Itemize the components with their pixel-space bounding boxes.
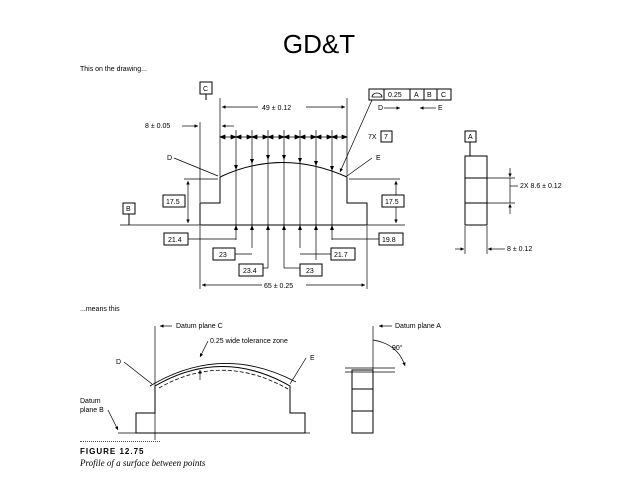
datum-c-label: C [203,86,208,93]
dim-7x-text: 7X [368,134,377,141]
dim-23b: 23 [306,268,314,275]
dim-214: 21.4 [168,237,182,244]
fcf-tolerance: 0.25 [388,92,402,99]
fcf-point-d: D [378,105,383,112]
point-d-label: D [167,155,172,162]
figure-caption: Profile of a surface between points [80,458,206,468]
datum-plane-b-label-2: plane B [80,407,104,414]
dim-217: 21.7 [334,252,348,259]
datum-b-label: B [126,206,131,213]
dim-23a: 23 [219,252,227,259]
dim-2x-text: 2X 8.6 ± 0.12 [520,183,562,190]
point-e-label: E [376,155,381,162]
dim-175-right-box [381,194,405,208]
dim-234: 23.4 [243,268,257,275]
top-caption: This on the drawing... [80,66,147,73]
fcf-datum-c: C [441,92,446,99]
front-view-part [199,162,368,226]
figure-label: FIGURE 12.75 [80,447,145,456]
tolerance-zone-inner [158,369,289,390]
interp-part [135,366,306,434]
dim-7-box [380,130,393,143]
feature-control-frame: 0.25 A B C [368,88,452,101]
datum-plane-a-label: Datum plane A [395,323,441,330]
dim-65-text: 65 ± 0.25 [264,283,293,290]
station-lines [235,130,333,268]
dim-175-left-box [162,194,186,208]
angle-label: 90° [392,344,403,352]
angle-arc [372,339,406,367]
dim-175-right: 17.5 [385,199,399,206]
interp-side-view [351,369,374,434]
interp-point-d: D [116,359,121,366]
dim-7-text: 7 [384,134,388,141]
tolerance-zone-outer [149,363,297,387]
profile-surface-icon [371,92,383,98]
dim-175-left: 17.5 [166,199,180,206]
datum-a-label: A [468,134,473,141]
dim-8-text: 8 ± 0.05 [145,123,170,130]
station-dimension-boxes: 21.4 23 23.4 23 21.7 19.8 [163,232,404,277]
bottom-caption: ...means this [80,306,120,313]
figure-rule [80,441,160,442]
side-view-part [464,155,488,226]
tol-zone-label: 0.25 wide tolerance zone [210,338,288,345]
fcf-datum-a: A [414,92,419,99]
datum-plane-b-label-1: Datum [80,398,101,405]
fcf-point-e: E [438,105,443,112]
dim-8b-text: 8 ± 0.12 [507,246,532,253]
dim-198: 19.8 [382,237,396,244]
interp-point-e: E [310,355,315,362]
dim-49-text: 49 ± 0.12 [262,105,291,112]
slide-title: GD&T [282,29,356,59]
datum-plane-c-label: Datum plane C [176,323,223,330]
fcf-datum-b: B [427,92,432,99]
